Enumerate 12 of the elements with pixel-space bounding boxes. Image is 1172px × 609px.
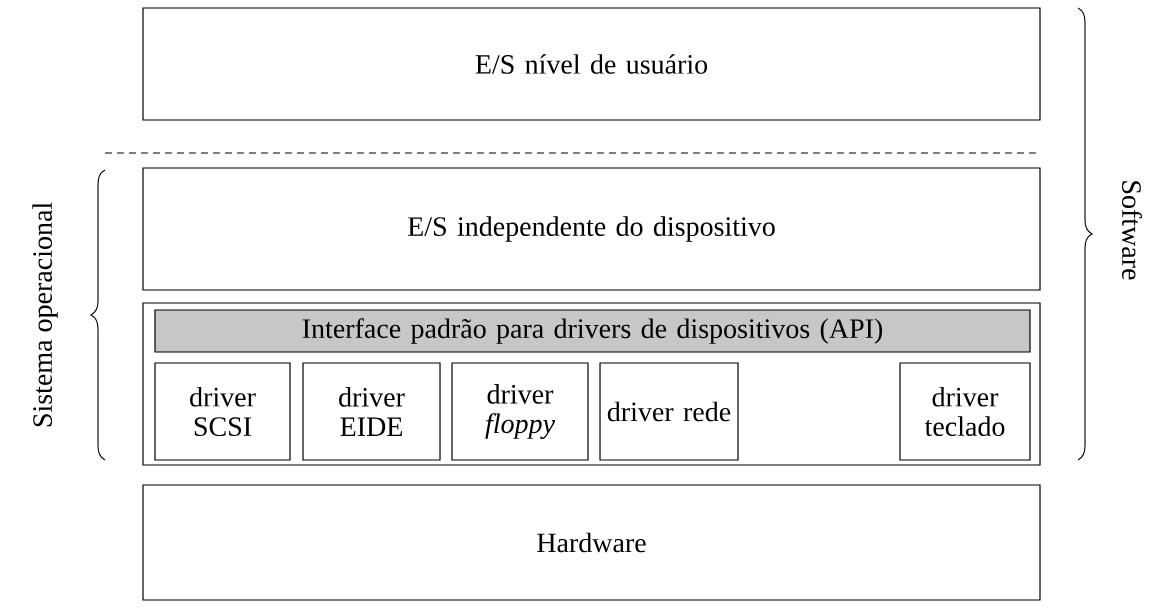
driver-box: driver rede: [599, 362, 739, 461]
driver-box: driver EIDE: [302, 362, 441, 461]
driver-box: driver teclado: [899, 362, 1031, 461]
driver-box: driver floppy: [451, 362, 589, 461]
side-label: Software: [1122, 181, 1142, 280]
layer-box: Hardware: [142, 484, 1041, 601]
container-box: [142, 302, 1041, 466]
api-band: Interface padrão para drivers de dispositivos (API): [154, 309, 1031, 353]
driver-box: driver SCSI: [154, 362, 291, 461]
layer-box: E/S independente do dispositivo: [142, 167, 1041, 291]
side-label: Sistema operacional: [32, 202, 58, 427]
layer-box: E/S nível de usuário: [142, 7, 1041, 121]
